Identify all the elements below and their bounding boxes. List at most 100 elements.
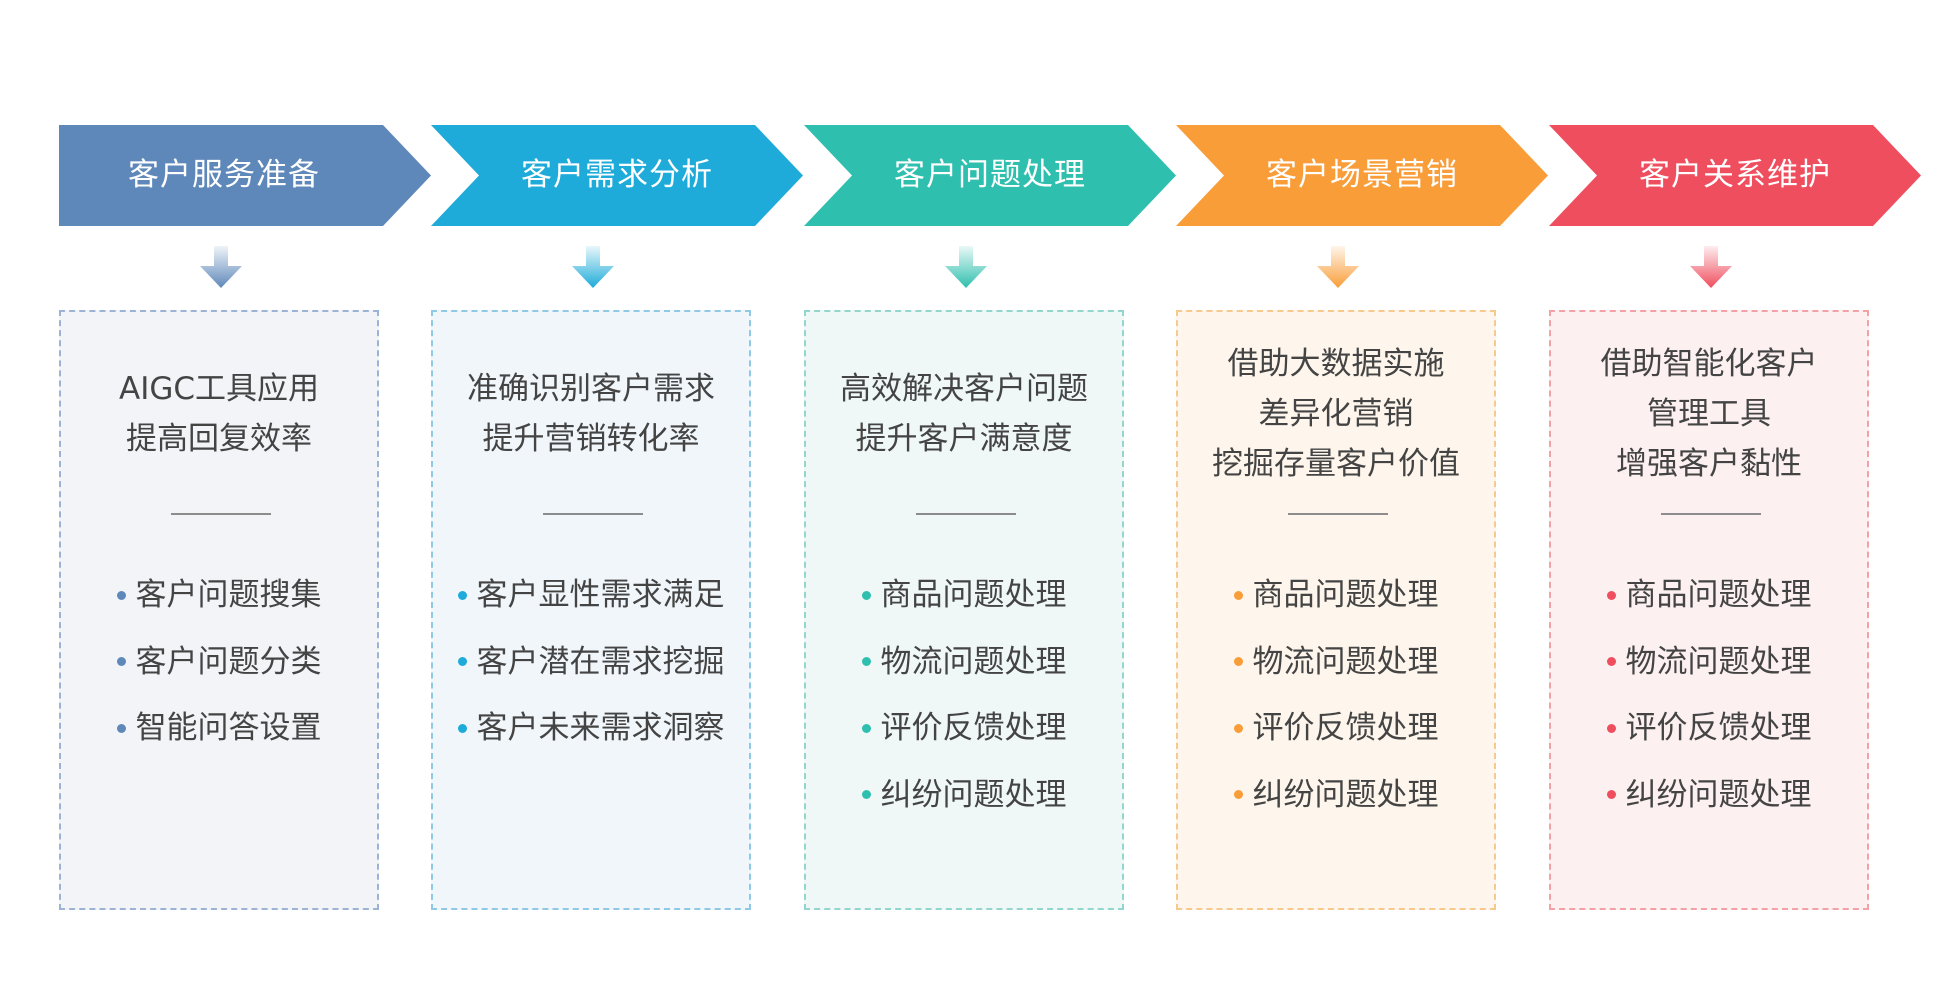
list-item-label: 商品问题处理 [880,577,1067,614]
bullet-icon [116,723,126,733]
description-line: 提升营销转化率 [482,421,700,457]
bullet-icon [1233,723,1243,733]
bullet-icon [861,590,871,600]
list-item-label: 纠纷问题处理 [880,776,1067,813]
list-item: 纠纷问题处理 [1233,762,1439,829]
list-item: 物流问题处理 [861,629,1067,696]
arrow-down-icon [200,246,242,288]
list-item-label: 客户显性需求满足 [476,577,725,614]
list-item-label: 客户问题搜集 [135,577,322,614]
bullet-icon [1606,790,1616,800]
stage-chevron: 客户问题处理 [804,125,1176,226]
list-item: 客户未来需求洞察 [457,695,725,762]
stage-description: 借助大数据实施差异化营销挖掘存量客户价值 [1178,312,1494,516]
bullet-icon [861,723,871,733]
stage-chevron: 客户需求分析 [431,125,803,226]
list-item: 评价反馈处理 [1606,695,1812,762]
bullet-icon [116,657,126,667]
divider [1288,513,1388,515]
bullet-icon [116,590,126,600]
list-item: 物流问题处理 [1233,629,1439,696]
list-item-label: 商品问题处理 [1252,577,1439,614]
arrow-down-icon [572,246,614,288]
list-item-label: 纠纷问题处理 [1252,776,1439,813]
bullet-icon [457,657,467,667]
bullet-icon [1606,590,1616,600]
bullet-icon [1233,657,1243,667]
divider [916,513,1016,515]
chevron-shape [804,125,1176,226]
description-line: 提升客户满意度 [855,421,1073,457]
list-item: 客户显性需求满足 [457,562,725,629]
chevron-shape [1176,125,1548,226]
stage-item-list: 商品问题处理物流问题处理评价反馈处理纠纷问题处理 [1233,562,1439,829]
list-item: 纠纷问题处理 [861,762,1067,829]
chevron-shape [431,125,803,226]
stage-item-list: 商品问题处理物流问题处理评价反馈处理纠纷问题处理 [861,562,1067,829]
description-line: 提高回复效率 [126,421,312,457]
stage-chevron: 客户关系维护 [1549,125,1921,226]
stage-description: 高效解决客户问题提升客户满意度 [806,312,1122,516]
list-item: 商品问题处理 [1606,562,1812,629]
description-line: 借助智能化客户 [1600,346,1818,382]
stage-item-list: 客户显性需求满足客户潜在需求挖掘客户未来需求洞察 [457,562,725,762]
list-item-label: 纠纷问题处理 [1625,776,1812,813]
bullet-icon [1606,657,1616,667]
stage-detail-box: 借助智能化客户管理工具增强客户黏性 商品问题处理物流问题处理评价反馈处理纠纷问题… [1549,310,1869,910]
list-item-label: 物流问题处理 [1625,643,1812,680]
description-line: 借助大数据实施 [1227,346,1445,382]
list-item-label: 评价反馈处理 [880,710,1067,747]
stage-description: 准确识别客户需求提升营销转化率 [433,312,749,516]
arrow-down-icon [1690,246,1732,288]
list-item-label: 评价反馈处理 [1252,710,1439,747]
list-item: 客户问题分类 [116,629,322,696]
stage-detail-box: 准确识别客户需求提升营销转化率 客户显性需求满足客户潜在需求挖掘客户未来需求洞察 [431,310,751,910]
description-line: 差异化营销 [1258,396,1414,432]
description-line: 挖掘存量客户价值 [1212,446,1460,482]
description-line: 增强客户黏性 [1616,446,1802,482]
list-item-label: 客户未来需求洞察 [476,710,725,747]
bullet-icon [457,590,467,600]
stage-title: 客户服务准备 [128,157,320,193]
list-item: 客户潜在需求挖掘 [457,629,725,696]
list-item-label: 客户潜在需求挖掘 [476,643,725,680]
bullet-icon [861,657,871,667]
bullet-icon [1606,723,1616,733]
divider [171,513,271,515]
stage-detail-box: 借助大数据实施差异化营销挖掘存量客户价值 商品问题处理物流问题处理评价反馈处理纠… [1176,310,1496,910]
description-line: 管理工具 [1647,396,1771,432]
stage-description: 借助智能化客户管理工具增强客户黏性 [1551,312,1867,516]
arrow-down-icon [945,246,987,288]
stage-detail-box: 高效解决客户问题提升客户满意度 商品问题处理物流问题处理评价反馈处理纠纷问题处理 [804,310,1124,910]
description-line: AIGC工具应用 [118,371,320,407]
chevron-shape [1549,125,1921,226]
bullet-icon [1233,790,1243,800]
stage-title: 客户关系维护 [1639,157,1831,193]
bullet-icon [861,790,871,800]
list-item: 纠纷问题处理 [1606,762,1812,829]
list-item-label: 物流问题处理 [880,643,1067,680]
stage-column: 客户问题处理 高效解决客户问题提升客户满意度 商品问题处理物流问题处理评价反馈处… [804,0,1176,981]
list-item: 智能问答设置 [116,695,322,762]
stage-detail-box: AIGC工具应用提高回复效率 客户问题搜集客户问题分类智能问答设置 [59,310,379,910]
list-item: 商品问题处理 [861,562,1067,629]
stage-title: 客户需求分析 [521,157,713,193]
description-line: 准确识别客户需求 [467,371,715,407]
stage-title: 客户问题处理 [894,157,1086,193]
stage-column: 客户关系维护 借助智能化客户管理工具增强客户黏性 商品问题处理物流问题处理评价反… [1549,0,1921,981]
list-item-label: 智能问答设置 [135,710,322,747]
bullet-icon [1233,590,1243,600]
list-item-label: 客户问题分类 [135,643,322,680]
list-item-label: 物流问题处理 [1252,643,1439,680]
divider [543,513,643,515]
stage-column: 客户场景营销 借助大数据实施差异化营销挖掘存量客户价值 商品问题处理物流问题处理… [1176,0,1548,981]
list-item: 评价反馈处理 [861,695,1067,762]
description-line: 高效解决客户问题 [840,371,1088,407]
list-item: 评价反馈处理 [1233,695,1439,762]
stage-description: AIGC工具应用提高回复效率 [61,312,377,516]
stage-chevron: 客户场景营销 [1176,125,1548,226]
stage-column: 客户服务准备 AIGC工具应用提高回复效率 客户问题搜集客户问题分类智能问答设置 [59,0,431,981]
stage-chevron: 客户服务准备 [59,125,431,226]
list-item: 商品问题处理 [1233,562,1439,629]
